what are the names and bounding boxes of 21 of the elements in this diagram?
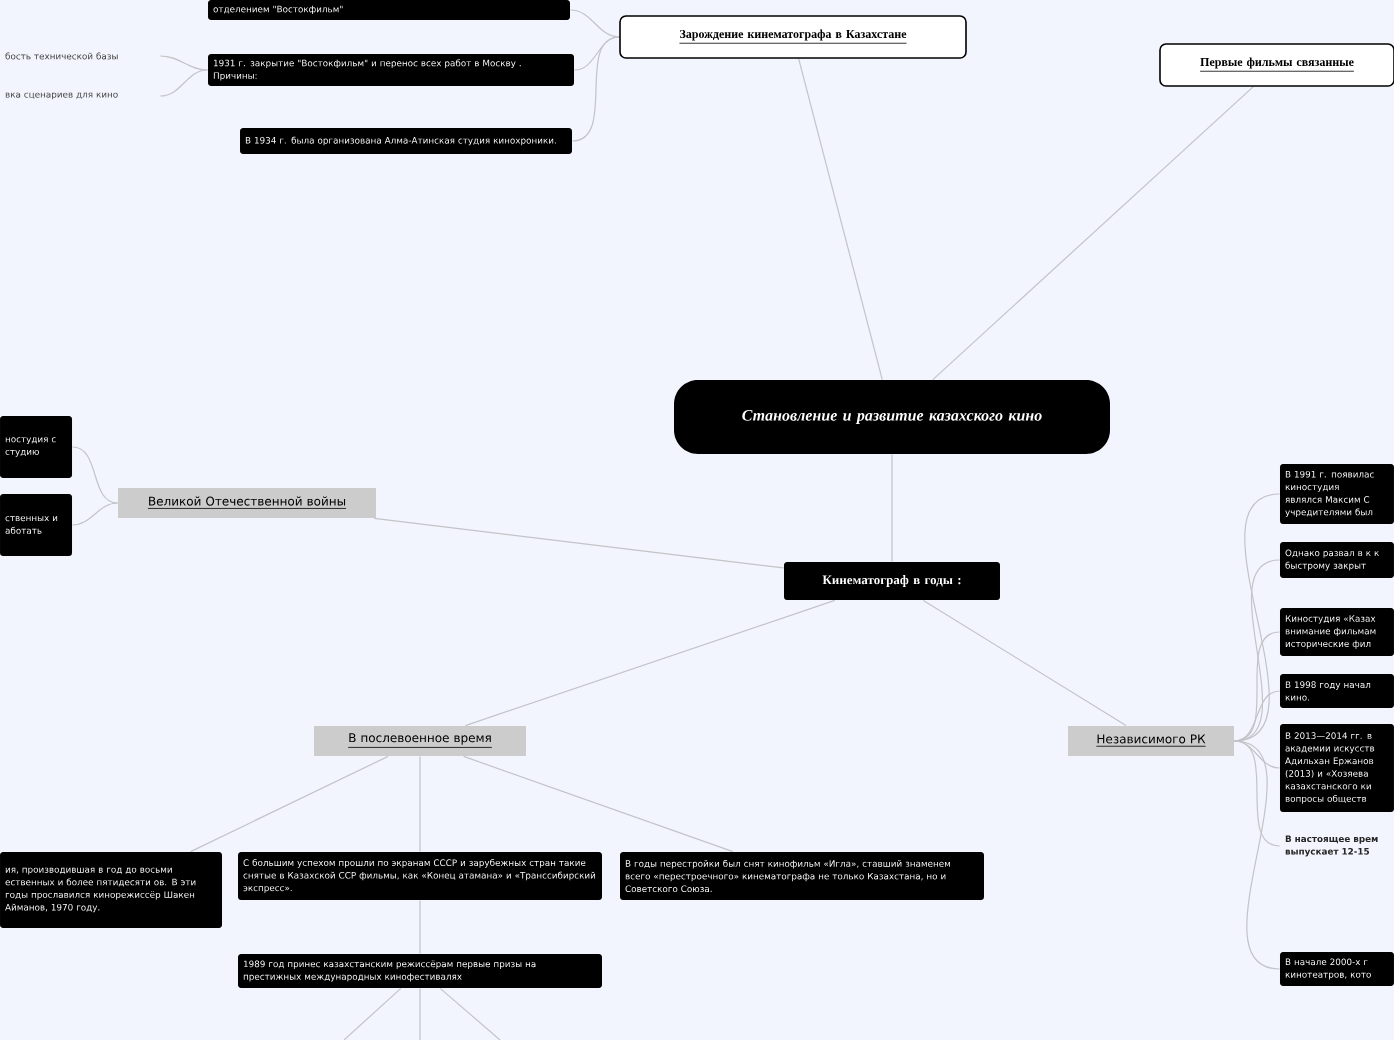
connector-line xyxy=(419,899,421,955)
connector-line xyxy=(71,502,119,526)
connector-line xyxy=(464,599,836,727)
connector-line xyxy=(190,755,389,853)
connector-line xyxy=(159,69,209,97)
connector-line xyxy=(439,987,501,1040)
connector-line xyxy=(373,517,785,569)
connector-line xyxy=(71,446,119,504)
connector-line xyxy=(463,755,734,853)
central-topic-box: Становление и развитие казахского кино xyxy=(674,380,1110,454)
connector-line xyxy=(343,987,402,1040)
connector-line xyxy=(419,987,421,1040)
connector-line xyxy=(932,85,1255,381)
connector-line xyxy=(797,57,883,381)
connector-line xyxy=(159,55,209,71)
connector-line xyxy=(569,9,621,38)
connector-line xyxy=(419,755,421,853)
connector-line xyxy=(922,599,1127,727)
connector-line xyxy=(571,36,621,142)
connector-line xyxy=(891,453,893,563)
connector-line xyxy=(1233,690,1281,742)
